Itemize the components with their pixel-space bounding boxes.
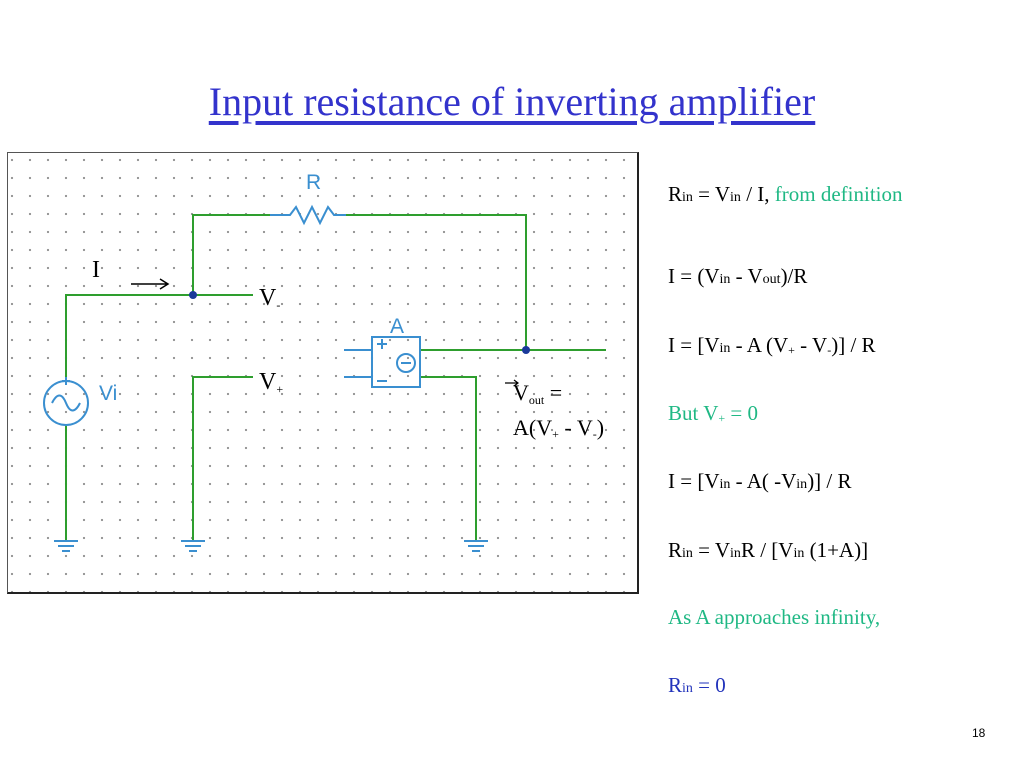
ac-source-wave	[51, 394, 81, 412]
equation-current-3: I = [Vin - A( -Vin)] / R	[668, 469, 852, 493]
equation-rin-definition: Rin = Vin / I, from definition	[668, 182, 903, 206]
vout-line-1: Vout =	[513, 380, 563, 407]
opamp-symbol	[371, 336, 421, 388]
source-label: Vi	[99, 382, 117, 405]
input-wire	[65, 294, 253, 381]
vout-equation: Vout = A(V+ - V-)	[513, 379, 604, 448]
equation-vplus-zero: But V+ = 0	[668, 401, 759, 425]
circuit-drawing: R A Vi	[43, 171, 606, 552]
ac-source-plus	[62, 377, 70, 385]
v-plus-label: V+	[259, 369, 284, 396]
current-arrow	[131, 278, 170, 290]
page-number: 18	[972, 726, 986, 740]
feedback-wire	[192, 214, 527, 350]
v-minus-label: V-	[259, 285, 281, 312]
equation-current-2: I = [Vin - A (V+ - V-)] / R	[668, 333, 876, 357]
ground-symbol-2	[181, 540, 205, 552]
opamp-source-circle	[396, 353, 416, 373]
plus-input-wire	[192, 376, 253, 541]
equation-infinity-note: As A approaches infinity,	[668, 605, 881, 629]
opamp-leads	[344, 349, 372, 378]
node-v-minus	[189, 291, 197, 299]
vout-arrow	[505, 379, 519, 387]
ground-symbol-3	[464, 540, 488, 552]
node-output	[522, 346, 530, 354]
equation-rin-result: Rin = 0	[668, 673, 726, 697]
circuit-schematic: R A Vi I V- V+ Vout = A(V+ - V-)	[7, 152, 639, 594]
resistor-symbol	[270, 204, 346, 226]
ground-symbol-1	[54, 540, 78, 552]
slide-title: Input resistance of inverting amplifier	[208, 79, 816, 124]
amp-label: A	[390, 315, 404, 338]
equation-current-1: I = (Vin - Vout)/R	[668, 264, 808, 288]
definition-note: from definition	[774, 182, 903, 206]
amp-right-ground-wire	[420, 376, 477, 541]
resistor-label: R	[306, 171, 321, 194]
vout-line-2: A(V+ - V-)	[513, 415, 605, 441]
current-label: I	[92, 257, 100, 283]
opamp-plus-sign	[377, 339, 387, 349]
equation-rin-expression: Rin = VinR / [Vin (1+A)]	[668, 538, 869, 562]
